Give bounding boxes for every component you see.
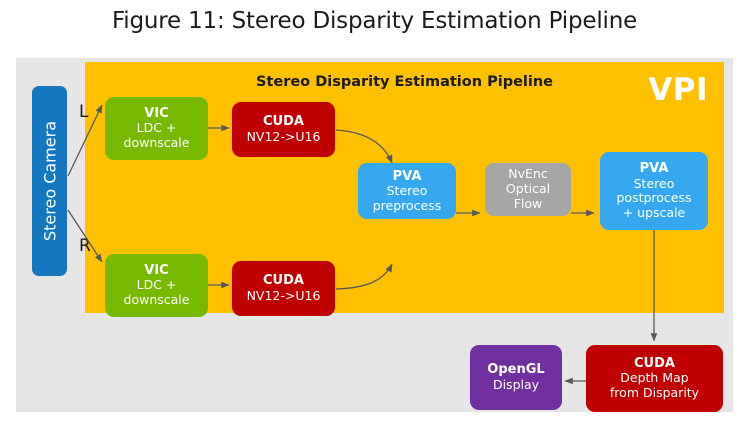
node-line-1: Optical xyxy=(505,181,551,197)
node-backend-label: PVA xyxy=(639,161,669,177)
node-line-2: from Disparity xyxy=(609,385,700,401)
node-cuda-depth-map[interactable]: CUDA Depth Map from Disparity xyxy=(586,345,723,412)
node-line-1: LDC + xyxy=(136,120,177,136)
node-backend-label: OpenGL xyxy=(487,362,545,378)
node-backend-label: CUDA xyxy=(634,356,675,372)
node-line-2: downscale xyxy=(123,292,190,308)
node-cuda-right[interactable]: CUDA NV12->U16 xyxy=(232,261,335,316)
node-line-1: Depth Map xyxy=(620,370,689,386)
vpi-logo: VPI xyxy=(648,72,708,108)
node-line-2: preprocess xyxy=(372,197,442,213)
node-opengl-display[interactable]: OpenGL Display xyxy=(470,345,562,410)
stereo-camera-block[interactable]: Stereo Camera xyxy=(32,86,67,276)
node-pva-preprocess[interactable]: PVA Stereo preprocess xyxy=(358,163,456,219)
node-cuda-left[interactable]: CUDA NV12->U16 xyxy=(232,102,335,157)
node-line-1: Stereo xyxy=(633,175,675,191)
stereo-camera-label: Stereo Camera xyxy=(40,120,59,242)
node-backend-label: VIC xyxy=(144,263,169,279)
node-backend-label: VIC xyxy=(144,106,169,122)
node-backend-label: CUDA xyxy=(263,114,304,130)
node-line-1: Stereo xyxy=(386,182,428,198)
node-line-2: Flow xyxy=(513,195,543,211)
node-line-1: NV12->U16 xyxy=(246,287,321,303)
node-line-1: Display xyxy=(492,376,540,392)
node-line-1: LDC + xyxy=(136,277,177,293)
stream-label-right: R xyxy=(79,236,91,256)
node-backend-label: NvEnc xyxy=(508,166,548,182)
node-vic-right[interactable]: VIC LDC + downscale xyxy=(105,254,208,317)
node-backend-label: CUDA xyxy=(263,273,304,289)
vpi-panel-title: Stereo Disparity Estimation Pipeline xyxy=(255,74,554,90)
node-pva-postprocess[interactable]: PVA Stereo postprocess + upscale xyxy=(600,152,708,230)
node-line-1: NV12->U16 xyxy=(246,128,321,144)
stream-label-left: L xyxy=(79,102,89,122)
node-line-3: + upscale xyxy=(622,205,686,221)
node-vic-left[interactable]: VIC LDC + downscale xyxy=(105,97,208,160)
node-line-2: downscale xyxy=(123,135,190,151)
node-line-2: postprocess xyxy=(616,190,692,206)
diagram-canvas: Stereo Disparity Estimation Pipeline VPI… xyxy=(16,58,733,412)
node-backend-label: PVA xyxy=(392,168,422,184)
node-nvenc-optical-flow[interactable]: NvEnc Optical Flow xyxy=(485,163,571,216)
page-title: Figure 11: Stereo Disparity Estimation P… xyxy=(111,8,638,34)
